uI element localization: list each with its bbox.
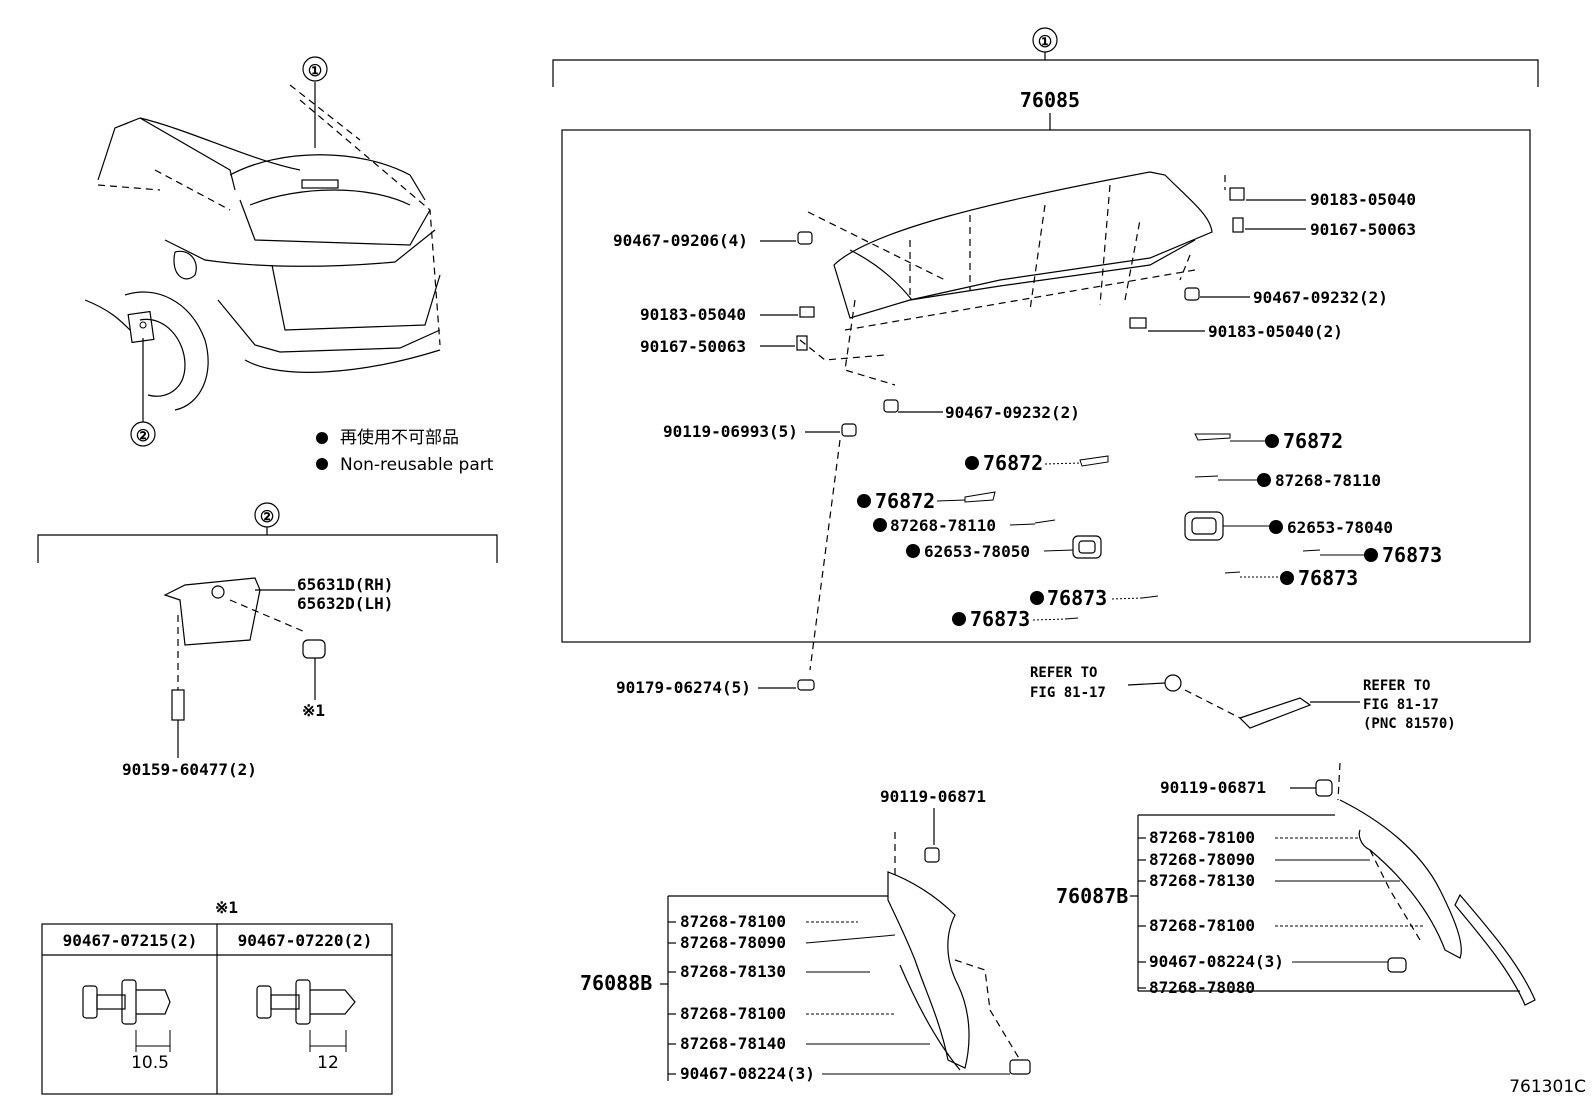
spoiler-illustration [799,171,1226,671]
section-1-bracket: ① [552,27,1539,87]
clip-col2-header: 90467-07220(2) [238,931,373,950]
label-76088b: 76088B [580,971,652,995]
clip-icon-2 [256,979,356,1052]
label-76873-c: 76873 [1382,543,1442,567]
left-garnish-assembly: 90119-06871 76088B 87268-78100 87268-780… [580,787,1031,1083]
callout-1-vehicle: ① [302,56,328,82]
right-item-3: 87268-78100 [1149,916,1255,935]
right-garnish-assembly: 90119-06871 76087B 87268-78100 87268-780… [1056,762,1536,1006]
label-90179-06274: 90179-06274(5) [616,678,751,697]
legend-en: Non-reusable part [340,455,494,475]
left-item-4: 87268-78140 [680,1034,786,1053]
refer-right-1: REFER TO [1363,678,1430,694]
label-62653-78050: 62653-78050 [924,542,1030,561]
label-90167-50063-left: 90167-50063 [640,337,746,356]
right-item-4: 90467-08224(3) [1149,952,1284,971]
right-item-0: 87268-78100 [1149,828,1255,847]
refer-to-section: REFER TO FIG 81-17 REFER TO FIG 81-17 (P… [1030,665,1456,732]
callout-2-vehicle: ② [130,421,156,447]
legend-jp: 再使用不可部品 [340,427,459,448]
label-76872-b: 76872 [875,489,935,513]
label-76872-a: 76872 [983,451,1043,475]
label-90467-09206: 90467-09206(4) [613,231,748,250]
label-76873-b: 76873 [970,607,1030,631]
label-90167-50063-right: 90167-50063 [1310,220,1416,239]
label-65631d: 65631D(RH) [297,575,393,594]
vehicle-illustration [84,82,441,422]
spoiler-labels: 90467-09206(4) 90183-05040 90167-50063 9… [613,190,1416,697]
right-item-2: 87268-78130 [1149,871,1255,890]
left-item-2: 87268-78130 [680,962,786,981]
clip-icon-1 [82,979,171,1052]
legend: 再使用不可部品 Non-reusable part [316,427,494,475]
label-90119-06993: 90119-06993(5) [663,422,798,441]
label-90159-60477: 90159-60477(2) [122,760,257,779]
clip-table-ref: ※1 [215,898,238,917]
label-62653-78040: 62653-78040 [1287,518,1393,537]
mudguard-illustration [163,577,326,758]
clip-dim-1: 10.5 [131,1053,169,1073]
label-left-bolt: 90119-06871 [880,787,986,806]
svg-text:①: ① [1038,32,1052,51]
label-90183-05040-left: 90183-05040 [640,305,746,324]
label-90467-09232-right: 90467-09232(2) [1253,288,1388,307]
svg-text:②: ② [260,507,274,526]
left-item-5: 90467-08224(3) [680,1064,815,1083]
refer-left-2: FIG 81-17 [1030,685,1106,701]
refer-right-3: (PNC 81570) [1363,716,1456,732]
label-right-bolt: 90119-06871 [1160,778,1266,797]
label-90183-05040-right: 90183-05040 [1310,190,1416,209]
left-item-0: 87268-78100 [680,912,786,931]
label-87268-78110-a: 87268-78110 [890,516,996,535]
main-part-number: 76085 [1020,88,1080,112]
nonreusable-labels: 76872 76872 87268-78110 62653-78050 7687… [857,429,1442,631]
fastener-icons [796,187,1321,691]
clip-table: ※1 90467-07215(2) 90467-07220(2) 10.5 12 [41,898,393,1095]
left-item-3: 87268-78100 [680,1004,786,1023]
label-65632d: 65632D(LH) [297,594,393,613]
right-item-5: 87268-78080 [1149,978,1255,997]
clip-dim-2: 12 [317,1053,339,1073]
label-87268-78110-b: 87268-78110 [1275,471,1381,490]
label-76087b: 76087B [1056,884,1128,908]
svg-text:①: ① [308,61,322,80]
label-90467-09232-left: 90467-09232(2) [945,403,1080,422]
refer-right-2: FIG 81-17 [1363,697,1439,713]
right-item-1: 87268-78090 [1149,850,1255,869]
clip-col1-header: 90467-07215(2) [63,931,198,950]
note-ref-1: ※1 [302,701,325,720]
label-76873-d: 76873 [1298,566,1358,590]
label-76872-c: 76872 [1283,429,1343,453]
svg-text:②: ② [136,426,150,445]
section-2-bracket: ② [37,502,498,563]
left-item-1: 87268-78090 [680,933,786,952]
figure-code: 761301C [1509,1077,1586,1097]
spoiler-box [561,129,1531,643]
refer-left-1: REFER TO [1030,665,1097,681]
label-76873-a: 76873 [1047,586,1107,610]
label-90183-05040-2: 90183-05040(2) [1208,322,1343,341]
